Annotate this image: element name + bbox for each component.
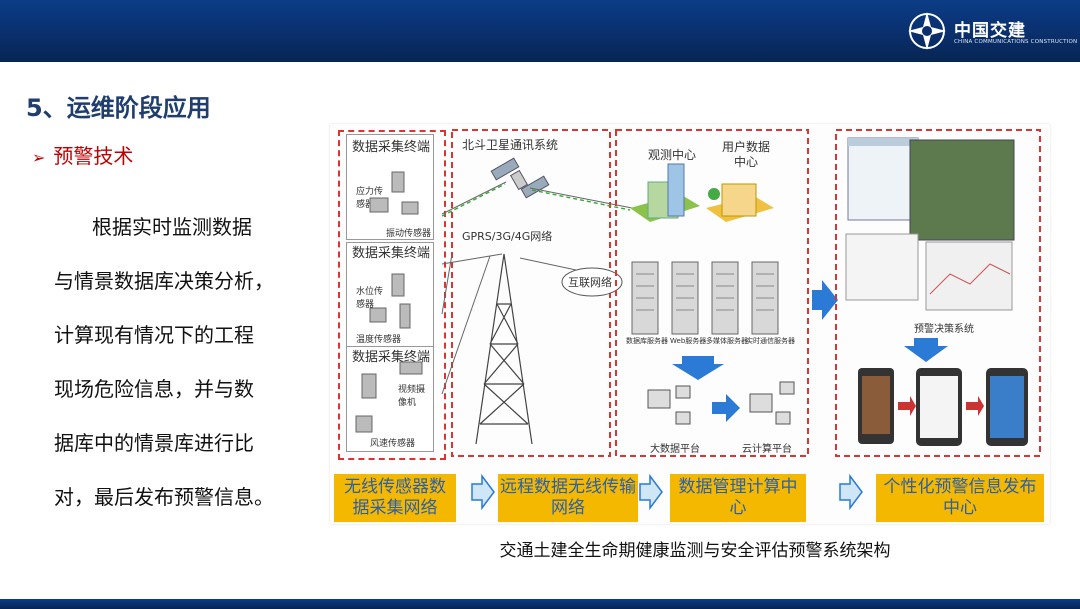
arrow-down-icon [672,356,724,380]
server-label: 数据库服务器 [626,336,668,346]
arrow-right-icon [812,280,838,320]
user-data-center-icon [706,184,774,222]
diagram-caption: 交通土建全生命期健康监测与安全评估预警系统架构 [330,536,1060,561]
logo-name: 中国交建 [954,16,1026,41]
system-architecture-diagram: 数据采集终端 数据采集终端 数据采集终端 应力传感器 振动传感器 水位传感器 温… [330,124,1050,524]
cell-tower-icon [476,254,532,444]
chevron-right-icon: ➢ [32,148,45,167]
body-line: 据库中的情景库进行比 [54,416,314,470]
arrow-right-icon [898,396,916,416]
arrow-down-icon [904,338,948,362]
stage-label: 远程数据无线传输网络 [500,477,636,519]
body-line: 根据实时监测数据 [54,200,314,254]
body-text: 根据实时监测数据 与情景数据库决策分析， 计算现有情况下的工程 现场危险信息，并… [54,200,314,524]
stage-box-datacenter: 数据管理计算中心 [670,474,806,522]
observation-center-icon [630,164,700,222]
mobile-phone-icon [858,368,1028,446]
stage-label: 个性化预警信息发布中心 [878,477,1042,519]
body-line: 与情景数据库决策分析， [54,254,314,308]
cccc-logo-icon [906,10,948,52]
logo-english: CHINA COMMUNICATIONS CONSTRUCTION [954,39,1077,45]
server-label: 实时通信服务器 [746,336,795,346]
cloud-label: 云计算平台 [742,440,792,455]
stage-label: 数据管理计算中心 [672,477,804,519]
decision-label: 预警决策系统 [914,320,974,335]
observation-center-label: 观测中心 [648,146,696,163]
body-line: 对，最后发布预警信息。 [54,470,314,524]
arrow-right-icon [966,396,984,416]
network-label: GPRS/3G/4G网络 [462,228,552,244]
sensor-device-icon [356,172,422,432]
server-label: Web服务器 [670,336,706,346]
bigdata-label: 大数据平台 [650,440,700,455]
company-logo: 中国交建 CHINA COMMUNICATIONS CONSTRUCTION [906,10,1046,54]
server-label: 多媒体服务器 [706,336,748,346]
body-line: 计算现有情况下的工程 [54,308,314,362]
header-bar: 中国交建 CHINA COMMUNICATIONS CONSTRUCTION [0,0,1080,62]
arrow-right-icon [712,394,740,422]
internet-label: 互联网络 [568,274,612,290]
user-data-center-label: 用户数据中心 [722,140,770,170]
footer-bar [0,599,1080,609]
bullet-text: 预警技术 [53,144,133,168]
satellite-label: 北斗卫星通讯系统 [462,136,558,153]
body-line: 现场危险信息，并与数 [54,362,314,416]
section-title: 5、运维阶段应用 [26,88,211,123]
stage-label: 无线传感器数据采集网络 [336,477,454,519]
bullet-heading: ➢ 预警技术 [32,140,133,169]
stage-box-transmission: 远程数据无线传输网络 [498,474,638,522]
software-screenshot [846,138,1014,310]
stage-box-warning: 个性化预警信息发布中心 [876,474,1044,522]
stage-box-sensor: 无线传感器数据采集网络 [334,474,456,522]
